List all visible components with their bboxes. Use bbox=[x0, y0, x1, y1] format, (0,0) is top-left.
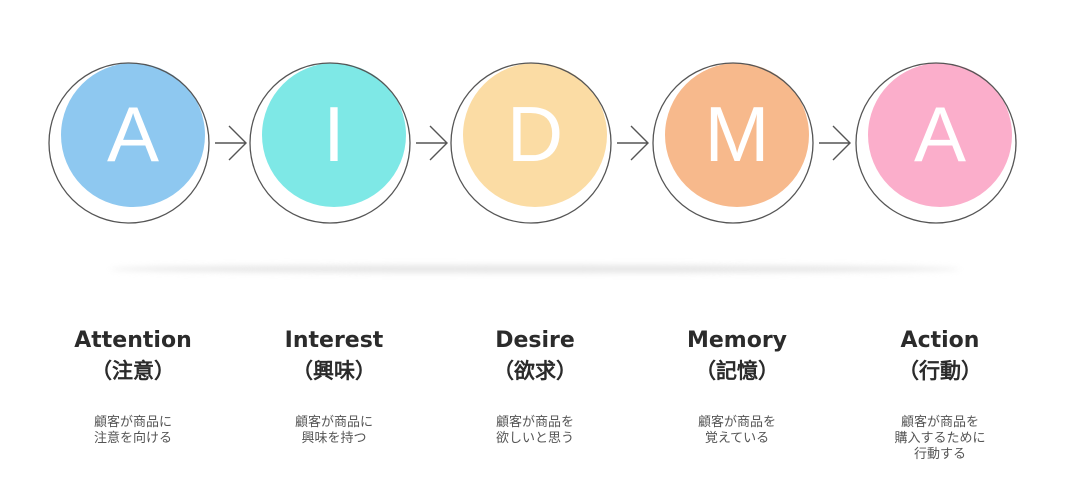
step-circle bbox=[463, 63, 607, 207]
step-circle bbox=[262, 63, 406, 207]
step-letter: D bbox=[507, 90, 563, 178]
step-title: Memory bbox=[686, 328, 788, 353]
step-node-interest: I bbox=[249, 62, 411, 224]
step-node-desire: D bbox=[450, 62, 612, 224]
step-desc: 顧客が商品を 覚えている bbox=[697, 415, 776, 446]
step-title: Action bbox=[900, 328, 980, 353]
step-outline-ring bbox=[450, 62, 612, 224]
step-node-attention: A bbox=[48, 62, 210, 224]
step-letter: I bbox=[323, 90, 345, 178]
step-outline-ring bbox=[48, 62, 210, 224]
step-letter: A bbox=[107, 90, 159, 178]
step-desc: 顧客が商品に 興味を持つ bbox=[294, 415, 373, 446]
step-desc: 顧客が商品を 購入するために 行動する bbox=[894, 415, 986, 462]
arrow-right-icon bbox=[416, 125, 448, 161]
ground-shadow bbox=[110, 265, 960, 273]
step-letter: A bbox=[914, 90, 966, 178]
arrow-right-icon bbox=[215, 125, 247, 161]
arrow-right-icon bbox=[819, 125, 851, 161]
step-circle bbox=[868, 63, 1012, 207]
step-letter: M bbox=[705, 90, 770, 178]
step-node-action: A bbox=[855, 62, 1017, 224]
step-desc: 顧客が商品を 欲しいと思う bbox=[495, 415, 574, 446]
step-title: Interest bbox=[284, 328, 384, 353]
step-jp: （欲求） bbox=[493, 359, 577, 383]
step-jp: （注意） bbox=[91, 359, 175, 383]
step-node-memory: M bbox=[652, 62, 814, 224]
step-jp: （記憶） bbox=[695, 359, 779, 383]
step-title: Attention bbox=[74, 328, 192, 353]
step-outline-ring bbox=[855, 62, 1017, 224]
step-jp: （行動） bbox=[898, 359, 982, 383]
step-circle bbox=[61, 63, 205, 207]
arrow-right-icon bbox=[617, 125, 649, 161]
step-desc: 顧客が商品に 注意を向ける bbox=[93, 415, 172, 446]
step-outline-ring bbox=[652, 62, 814, 224]
step-title: Desire bbox=[495, 328, 575, 353]
step-circle bbox=[665, 63, 809, 207]
step-outline-ring bbox=[249, 62, 411, 224]
step-jp: （興味） bbox=[292, 359, 376, 383]
